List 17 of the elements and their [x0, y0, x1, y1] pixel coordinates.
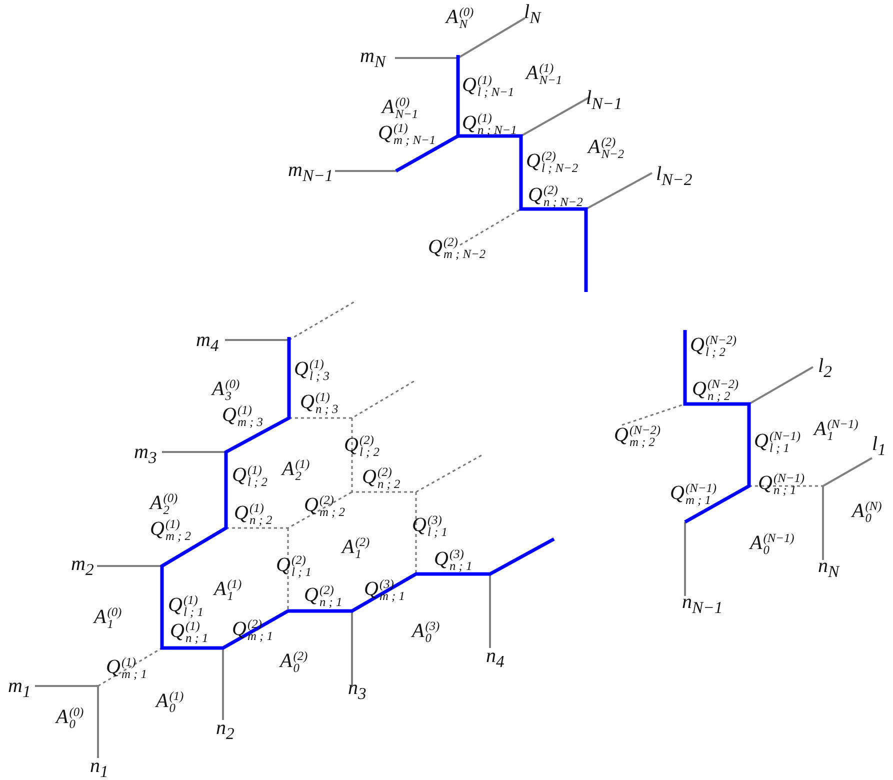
math-label: l$_{N−1}$: [586, 88, 622, 113]
math-label: n$_{2}$: [216, 718, 234, 743]
math-label: l$_{1}$: [872, 434, 886, 459]
math-label: n$_{N}$: [818, 556, 840, 581]
math-label: l$_{N}$: [524, 2, 541, 27]
math-label: m$_{1}$: [8, 676, 31, 701]
math-label: m$_{N}$: [360, 46, 386, 71]
math-label: m$_{3}$: [134, 442, 157, 467]
math-label: m$_{2}$: [71, 554, 94, 579]
math-label: m$_{N−1}$: [288, 160, 334, 185]
math-label: n$_{1}$: [90, 756, 108, 780]
math-label: n$_{N−1}$: [682, 592, 723, 617]
math-label: l$_{2}$: [818, 356, 832, 381]
math-label: m$_{4}$: [196, 330, 219, 355]
math-label: l$_{N−2}$: [656, 164, 692, 189]
math-label: n$_{4}$: [486, 646, 504, 671]
math-label: n$_{3}$: [348, 678, 366, 703]
